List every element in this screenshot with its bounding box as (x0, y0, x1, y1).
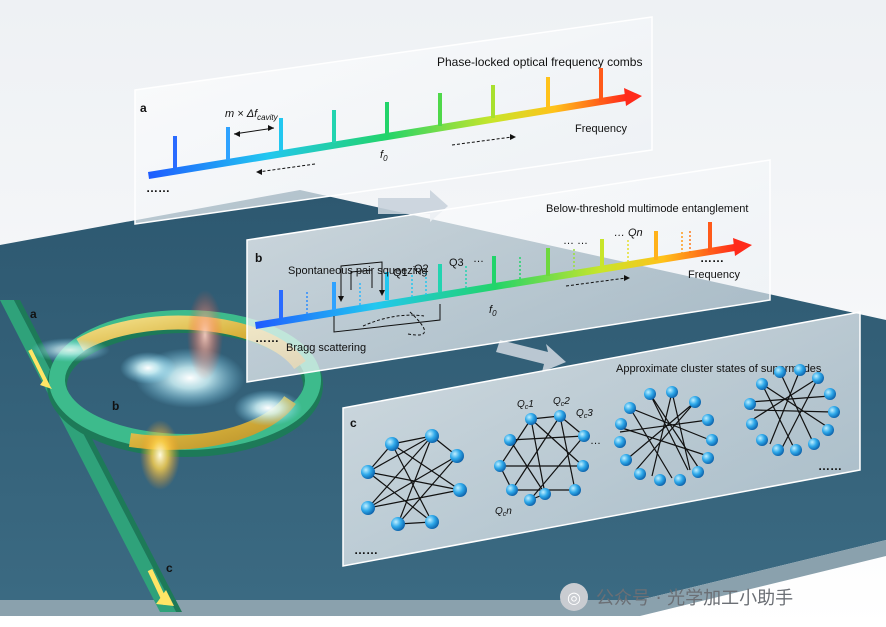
panel-b-title: Below-threshold multimode entanglement (546, 203, 748, 215)
panel-c-dots: … (590, 435, 601, 447)
panel-a-axis-label: Frequency (575, 123, 627, 135)
panel-c-letter: c (350, 416, 357, 430)
cluster-nodes (614, 386, 718, 486)
dashed-arrow-right-b (565, 277, 627, 287)
panel-b-ellipsis-left: …… (255, 331, 279, 345)
bragg-bracket (333, 304, 441, 333)
cluster-nodes (361, 429, 467, 531)
cluster-nodes (744, 364, 840, 456)
chip-label-b: b (112, 399, 119, 413)
spdc-label: Spontaneous pair squeezing (288, 265, 427, 277)
bragg-label: Bragg scattering (286, 342, 366, 354)
cluster-graph-3 (614, 386, 718, 486)
chip-label-c: c (166, 561, 173, 575)
cluster-graph-2: Qc1 Qc2 Qc3 Qcn … (494, 396, 601, 518)
spdc-bracket (340, 261, 383, 296)
panel-b-axis (255, 244, 735, 329)
panel-b-center-freq: f0 (489, 304, 497, 318)
cluster-graph-1 (361, 429, 467, 531)
panel-c-ellipsis-left: …… (354, 543, 378, 557)
panel-c-title: Approximate cluster states of supermodes (616, 363, 822, 375)
qn-label: …Qn (614, 227, 643, 239)
chip-edge (0, 540, 886, 616)
q2-label: Q2 (414, 263, 429, 275)
panel-b-dots: … (473, 253, 484, 265)
signal-glow (187, 290, 223, 380)
panel-a: a Phase-locked optical frequency combs m… (134, 16, 653, 225)
panel-a-glass (134, 16, 653, 225)
panel-a-center-freq: f0 (380, 149, 388, 163)
qc1-label: Qc1 (517, 399, 534, 411)
wechat-logo-icon: ◎ (560, 583, 588, 611)
q1-label: Q1 (393, 267, 408, 279)
flow-arrow-2 (496, 340, 566, 372)
q3-label: Q3 (449, 257, 464, 269)
panel-b-glass (246, 159, 771, 383)
qc3-label: Qc3 (576, 408, 593, 420)
qcn-label: Qcn (495, 506, 512, 518)
panel-b: b Below-threshold multimode entanglement (246, 159, 771, 383)
panel-b-letter: b (255, 251, 262, 265)
panel-a-ellipsis: …… (146, 181, 170, 195)
watermark: ◎ 公众号 · 光学加工小助手 (560, 582, 793, 612)
watermark-text: 公众号 · 光学加工小助手 (596, 588, 794, 609)
panel-c-ellipsis-right: …… (818, 459, 842, 473)
panel-a-title: Phase-locked optical frequency combs (437, 55, 642, 69)
qc2-label: Qc2 (553, 396, 570, 408)
panel-a-spacing: m × Δfcavity (225, 108, 279, 122)
spacing-arrow (233, 127, 275, 135)
panel-b-ellipsis-right: …… (700, 251, 724, 265)
cluster-nodes (494, 410, 590, 506)
panel-b-dots-2: … … (563, 235, 588, 247)
dashed-arrow-left (257, 163, 316, 173)
panel-c: c Approximate cluster states of supermod… (342, 311, 861, 567)
panel-a-axis (148, 94, 626, 179)
cluster-graph-4 (744, 364, 840, 456)
dashed-arrow-right (451, 136, 513, 146)
panel-a-letter: a (140, 101, 147, 115)
idler-glow (140, 420, 180, 490)
chip-label-a: a (30, 307, 37, 321)
panel-c-glass (342, 311, 861, 567)
panel-b-axis-label: Frequency (688, 269, 740, 281)
